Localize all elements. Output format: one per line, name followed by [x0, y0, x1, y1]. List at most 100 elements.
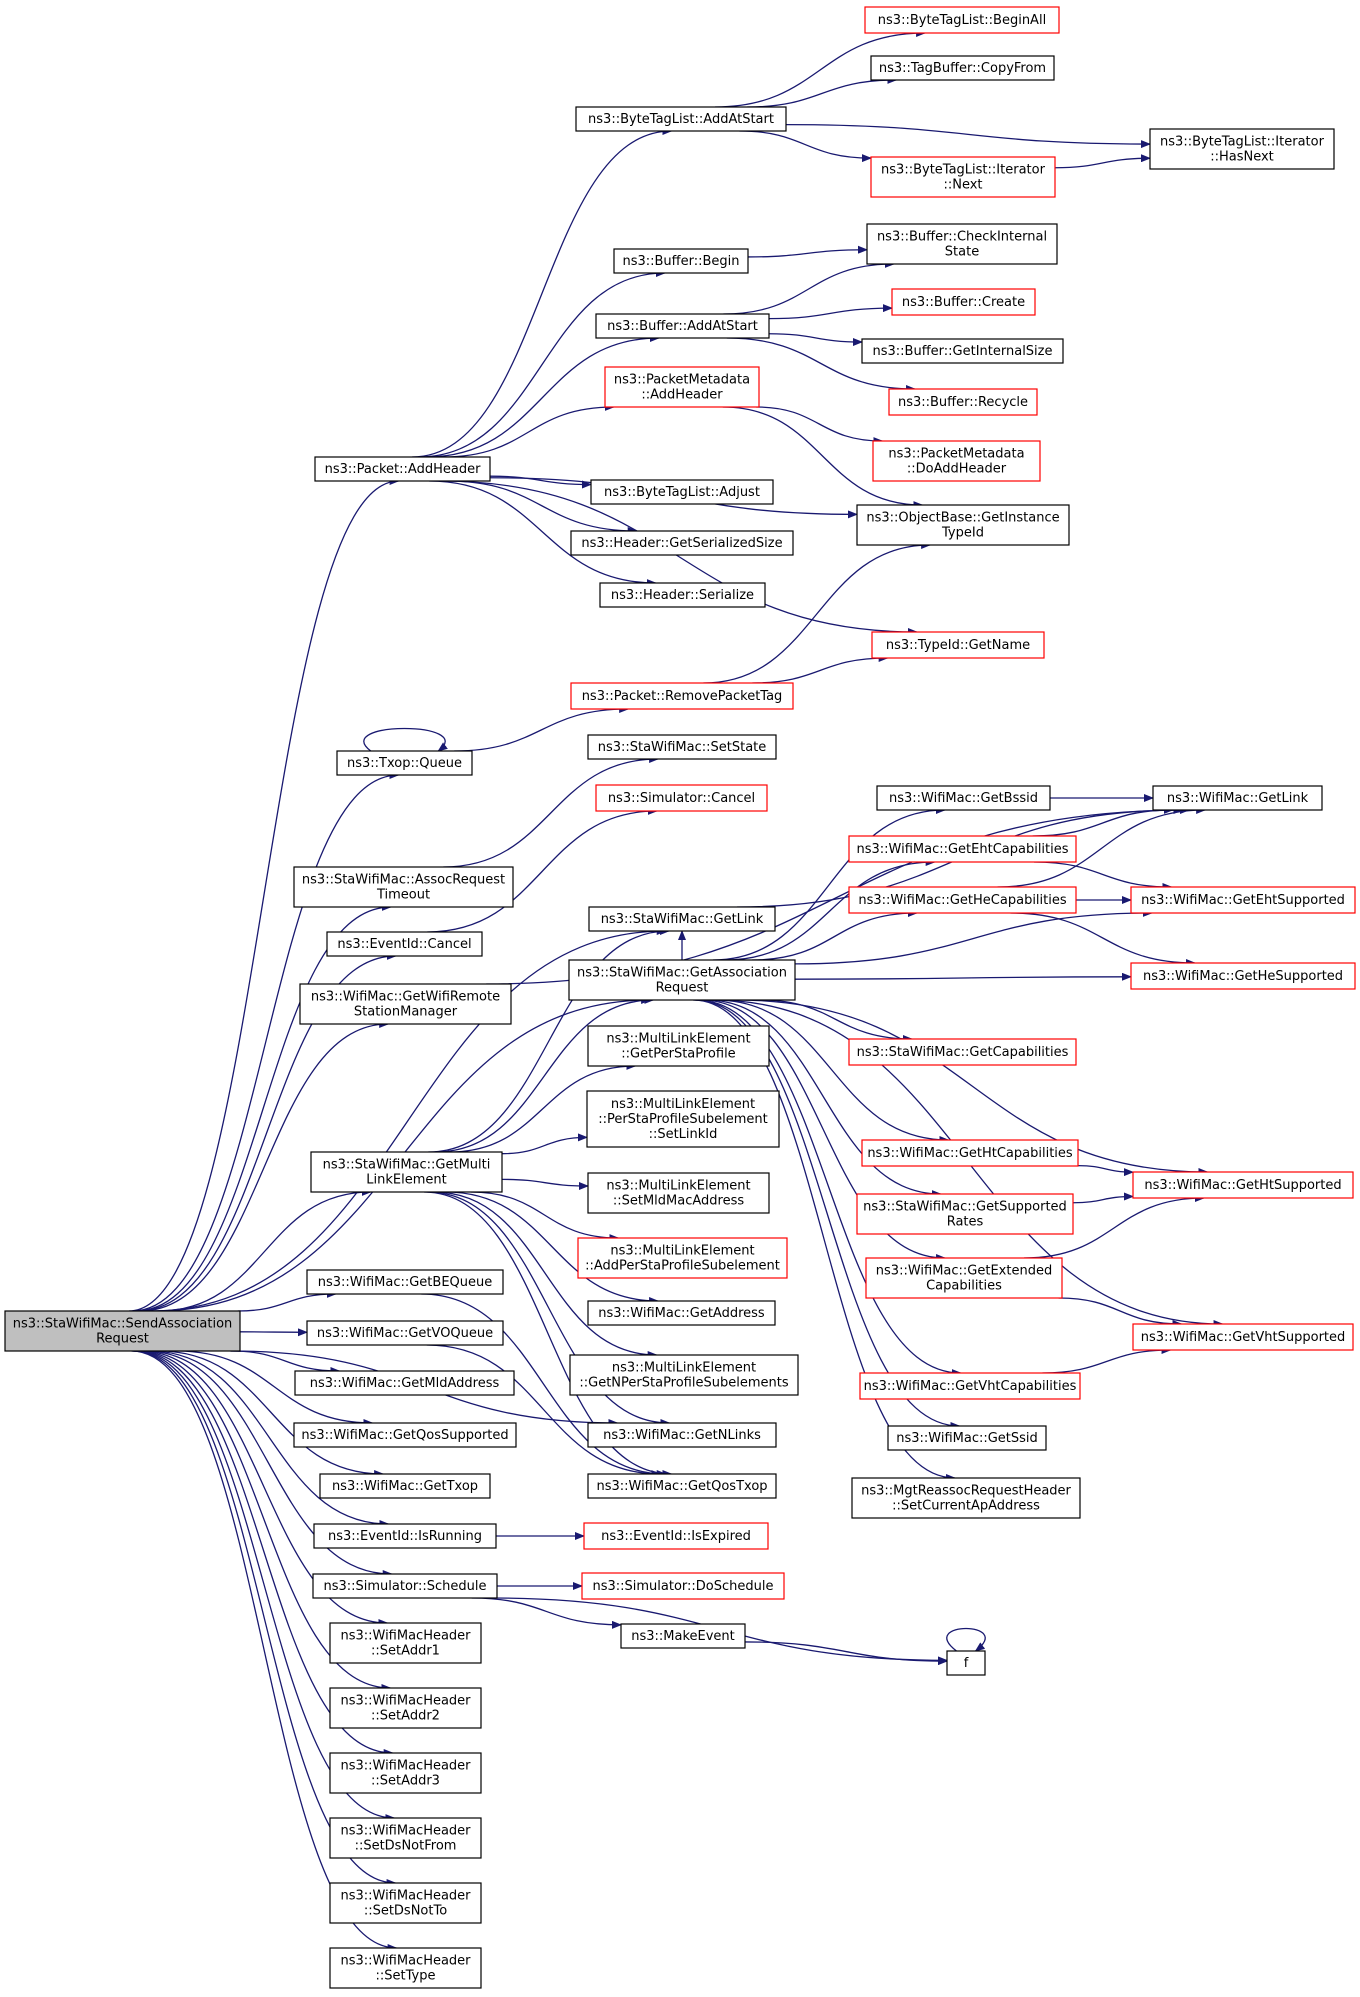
node-label-line: State [945, 245, 979, 260]
edge-getmultilinkelement-to-getnperstaprofilesubelements [433, 1191, 658, 1359]
node-txop_queue[interactable]: ns3::Txop::Queue [336, 750, 473, 776]
node-getmldaddress[interactable]: ns3::WifiMac::GetMldAddress [294, 1370, 515, 1396]
node-box [588, 906, 776, 932]
edge-path [723, 260, 895, 315]
node-simulator_schedule[interactable]: ns3::Simulator::Schedule [312, 1573, 498, 1599]
node-label-line: ns3::EventId::IsExpired [601, 1529, 751, 1544]
node-stawifimac_getcapabilities[interactable]: ns3::StaWifiMac::GetCapabilities [848, 1038, 1077, 1066]
node-bytetaglist_beginall[interactable]: ns3::ByteTagList::BeginAll [864, 6, 1060, 34]
node-simulator_cancel[interactable]: ns3::Simulator::Cancel [595, 784, 768, 812]
node-wifimac_getbssid[interactable]: ns3::WifiMac::GetBssid [876, 785, 1051, 811]
node-box [306, 1269, 504, 1295]
node-getvoqueue[interactable]: ns3::WifiMac::GetVOQueue [306, 1320, 504, 1346]
edge-path [712, 806, 946, 961]
node-stawifimac_setstate[interactable]: ns3::StaWifiMac::SetState [587, 734, 777, 760]
node-stawifimac_getlink[interactable]: ns3::StaWifiMac::GetLink [588, 906, 776, 932]
node-box [866, 223, 1058, 265]
node-setmldmacaddress[interactable]: ns3::MultiLinkElement::SetMldMacAddress [587, 1172, 770, 1214]
node-setaddr1[interactable]: ns3::WifiMacHeader::SetAddr1 [329, 1622, 482, 1664]
edge-root-to-gettxop [158, 1350, 385, 1478]
node-iterator_hasnext[interactable]: ns3::ByteTagList::Iterator::HasNext [1149, 128, 1335, 170]
node-packet_removepackettag[interactable]: ns3::Packet::RemovePacketTag [570, 682, 794, 710]
node-box [888, 388, 1038, 416]
node-box [568, 959, 796, 1001]
node-buffer_recycle[interactable]: ns3::Buffer::Recycle [888, 388, 1038, 416]
node-box [891, 288, 1036, 316]
node-addperstaprofilesubelement[interactable]: ns3::MultiLinkElement::AddPerStaProfileS… [577, 1237, 788, 1279]
node-gethtsupported[interactable]: ns3::WifiMac::GetHtSupported [1132, 1171, 1354, 1199]
node-eventid_isrunning[interactable]: ns3::EventId::IsRunning [313, 1523, 497, 1549]
node-simulator_doschedule[interactable]: ns3::Simulator::DoSchedule [581, 1572, 785, 1600]
node-setdsnotfrom[interactable]: ns3::WifiMacHeader::SetDsNotFrom [329, 1817, 482, 1859]
node-tagbuffer_copyfrom[interactable]: ns3::TagBuffer::CopyFrom [870, 55, 1055, 81]
edge-path [135, 1350, 394, 1757]
node-getqostxop[interactable]: ns3::WifiMac::GetQosTxop [587, 1473, 777, 1499]
edge-path [752, 909, 918, 961]
node-box [1152, 785, 1323, 811]
node-box [1130, 962, 1356, 990]
node-getehtsupported[interactable]: ns3::WifiMac::GetEhtSupported [1130, 886, 1356, 914]
node-f[interactable]: f [946, 1650, 986, 1676]
node-getehtcapabilities[interactable]: ns3::WifiMac::GetEhtCapabilities [848, 835, 1077, 863]
edge-root-to-setaddr1 [140, 1350, 389, 1627]
edge-root-to-eventid_cancel [137, 952, 397, 1312]
node-packetmetadata_addheader[interactable]: ns3::PacketMetadata::AddHeader [604, 366, 760, 408]
node-packetmetadata_doaddheader[interactable]: ns3::PacketMetadata::DoAddHeader [872, 440, 1041, 482]
node-getvhtcapabilities[interactable]: ns3::WifiMac::GetVhtCapabilities [859, 1372, 1081, 1400]
node-getperstaprofile[interactable]: ns3::MultiLinkElement::GetPerStaProfile [587, 1025, 770, 1067]
node-setcurrentapaddress[interactable]: ns3::MgtReassocRequestHeader::SetCurrent… [851, 1477, 1081, 1519]
node-header_serialize[interactable]: ns3::Header::Serialize [599, 582, 766, 608]
node-typeid_getname[interactable]: ns3::TypeId::GetName [871, 631, 1045, 659]
node-buffer_create[interactable]: ns3::Buffer::Create [891, 288, 1036, 316]
node-getnperstaprofilesubelements[interactable]: ns3::MultiLinkElement::GetNPerStaProfile… [569, 1354, 799, 1396]
node-box [595, 784, 768, 812]
node-wifimac_getlink[interactable]: ns3::WifiMac::GetLink [1152, 785, 1323, 811]
node-iterator_next[interactable]: ns3::ByteTagList::Iterator::Next [870, 156, 1056, 198]
node-packet_addheader[interactable]: ns3::Packet::AddHeader [314, 456, 491, 482]
node-setdsnotto[interactable]: ns3::WifiMacHeader::SetDsNotTo [329, 1882, 482, 1924]
edge-gethecapabilities-to-gethesupported [1010, 912, 1197, 967]
node-getnlinks[interactable]: ns3::WifiMac::GetNLinks [587, 1422, 777, 1448]
node-buffer_getinternalsize[interactable]: ns3::Buffer::GetInternalSize [861, 338, 1064, 364]
node-buffer_addatstart[interactable]: ns3::Buffer::AddAtStart [595, 313, 770, 339]
node-gethtcapabilities[interactable]: ns3::WifiMac::GetHtCapabilities [861, 1139, 1079, 1167]
node-eventid_isexpired[interactable]: ns3::EventId::IsExpired [583, 1522, 769, 1550]
node-bytetaglist_adjust[interactable]: ns3::ByteTagList::Adjust [590, 479, 774, 505]
node-header_getserializedsize[interactable]: ns3::Header::GetSerializedSize [570, 530, 794, 556]
edge-getassociationrequest-to-gethesupported [794, 972, 1132, 981]
node-getwifiremotestationmanager[interactable]: ns3::WifiMac::GetWifiRemoteStationManage… [299, 983, 512, 1025]
node-getssid[interactable]: ns3::WifiMac::GetSsid [887, 1425, 1047, 1451]
edge-getassociationrequest-to-getvhtcapabilities [696, 999, 962, 1377]
node-buffer_begin[interactable]: ns3::Buffer::Begin [613, 248, 749, 274]
edge-path [768, 333, 863, 347]
node-label-line: Request [96, 1332, 149, 1347]
node-setaddr3[interactable]: ns3::WifiMacHeader::SetAddr3 [329, 1752, 482, 1794]
node-setlinkid[interactable]: ns3::MultiLinkElement::PerStaProfileSube… [586, 1090, 780, 1148]
edge-path [158, 1350, 385, 1478]
node-label-line: ::SetDsNotFrom [355, 1839, 457, 1854]
node-settype[interactable]: ns3::WifiMacHeader::SetType [329, 1947, 482, 1989]
node-gettxop[interactable]: ns3::WifiMac::GetTxop [319, 1473, 491, 1499]
node-gethesupported[interactable]: ns3::WifiMac::GetHeSupported [1130, 962, 1356, 990]
node-bytetaglist_addatstart[interactable]: ns3::ByteTagList::AddAtStart [575, 106, 787, 132]
node-getaddress[interactable]: ns3::WifiMac::GetAddress [587, 1300, 776, 1326]
node-gethecapabilities[interactable]: ns3::WifiMac::GetHeCapabilities [848, 886, 1077, 914]
edge-path [752, 654, 889, 684]
edge-path [144, 1350, 393, 1578]
node-makeevent[interactable]: ns3::MakeEvent [620, 1623, 746, 1649]
node-getvhtsupported[interactable]: ns3::WifiMac::GetVhtSupported [1132, 1323, 1354, 1351]
node-getbequeue[interactable]: ns3::WifiMac::GetBEQueue [306, 1269, 504, 1295]
node-eventid_cancel[interactable]: ns3::EventId::Cancel [326, 931, 483, 957]
node-label-line: ns3::ByteTagList::BeginAll [878, 13, 1046, 28]
node-getqossupported[interactable]: ns3::WifiMac::GetQosSupported [293, 1422, 517, 1448]
node-setaddr2[interactable]: ns3::WifiMacHeader::SetAddr2 [329, 1687, 482, 1729]
edge-path [433, 1191, 658, 1359]
